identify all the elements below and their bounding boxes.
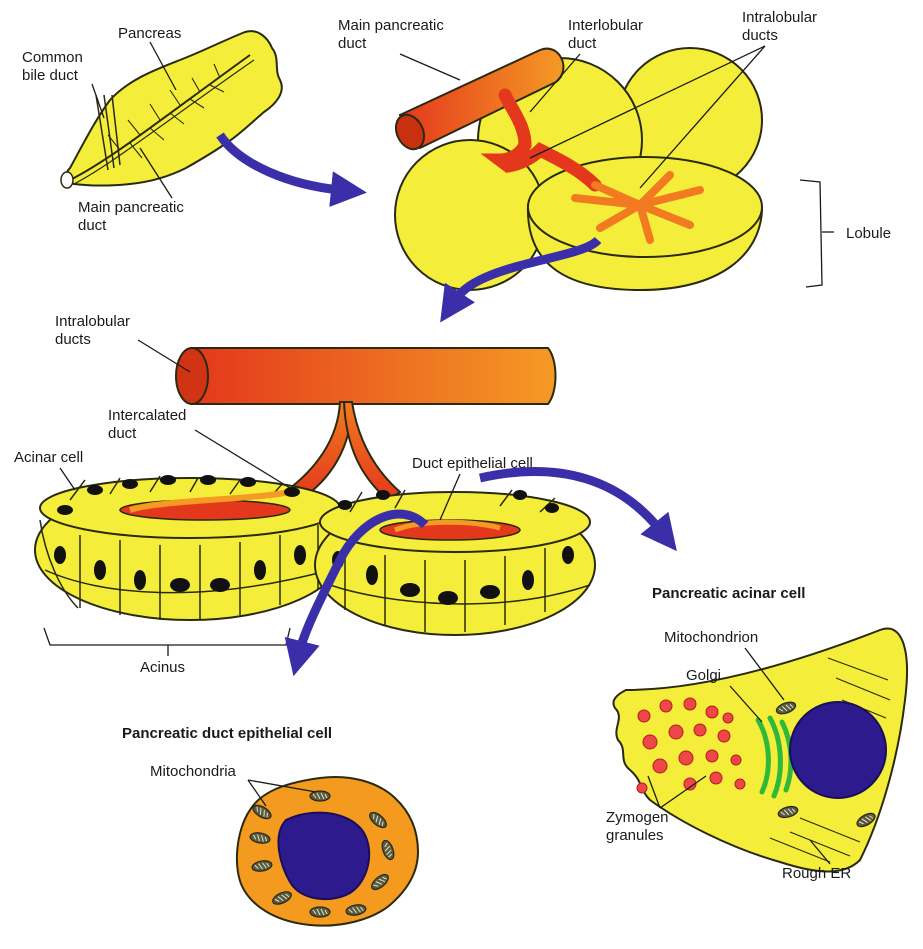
main-pancreatic-duct-label-top: Main pancreatic duct bbox=[338, 17, 460, 80]
lobule-label: Lobule bbox=[846, 225, 891, 242]
main-duct-top-line1: Main pancreatic bbox=[338, 17, 444, 34]
main-duct-top-line2: duct bbox=[338, 35, 367, 52]
common-bile-duct-label-line2: bile duct bbox=[22, 67, 79, 84]
interlobular-line1: Interlobular bbox=[568, 17, 643, 34]
pancreas-label-text: Pancreas bbox=[118, 25, 181, 42]
intralobular-mid-line2: ducts bbox=[55, 331, 91, 348]
common-bile-duct-label: Common bile duct bbox=[22, 49, 104, 118]
zymogen-line2: granules bbox=[606, 827, 664, 844]
zymogen-line1: Zymogen bbox=[606, 809, 669, 826]
acinus-right bbox=[315, 490, 595, 635]
intralobular-ducts-label-mid: Intralobular ducts bbox=[55, 313, 190, 372]
intralobular-top-line2: ducts bbox=[742, 27, 778, 44]
intercalated-line1: Intercalated bbox=[108, 407, 186, 424]
intercalated-line2: duct bbox=[108, 425, 137, 442]
common-bile-duct-label-line1: Common bbox=[22, 49, 83, 66]
acinus-left bbox=[35, 475, 345, 620]
acinus-label: Acinus bbox=[140, 659, 185, 676]
acinar-cell-label: Acinar cell bbox=[14, 449, 83, 490]
golgi-label-text: Golgi bbox=[686, 667, 721, 684]
main-duct-bottom-line1: Main pancreatic bbox=[78, 199, 184, 216]
lobule-bracket: Lobule bbox=[800, 180, 891, 287]
acinar-cell-label-text: Acinar cell bbox=[14, 449, 83, 466]
flow-arrow-1 bbox=[220, 135, 340, 190]
rough-er-label-text: Rough ER bbox=[782, 865, 851, 882]
main-duct-bottom-line2: duct bbox=[78, 217, 107, 234]
interlobular-line2: duct bbox=[568, 35, 597, 52]
intralobular-mid-line1: Intralobular bbox=[55, 313, 130, 330]
mitochondria-label-text: Mitochondria bbox=[150, 763, 237, 780]
intercalated-duct-label: Intercalated duct bbox=[108, 407, 290, 488]
intralobular-top-line1: Intralobular bbox=[742, 9, 817, 26]
acinar-cell-title: Pancreatic acinar cell bbox=[652, 585, 805, 602]
duct-epithelial-cell-drawing bbox=[237, 777, 418, 926]
acinus-bracket: Acinus bbox=[44, 628, 290, 676]
duct-cell-title: Pancreatic duct epithelial cell bbox=[122, 725, 332, 742]
mitochondrion-label-text: Mitochondrion bbox=[664, 629, 758, 646]
